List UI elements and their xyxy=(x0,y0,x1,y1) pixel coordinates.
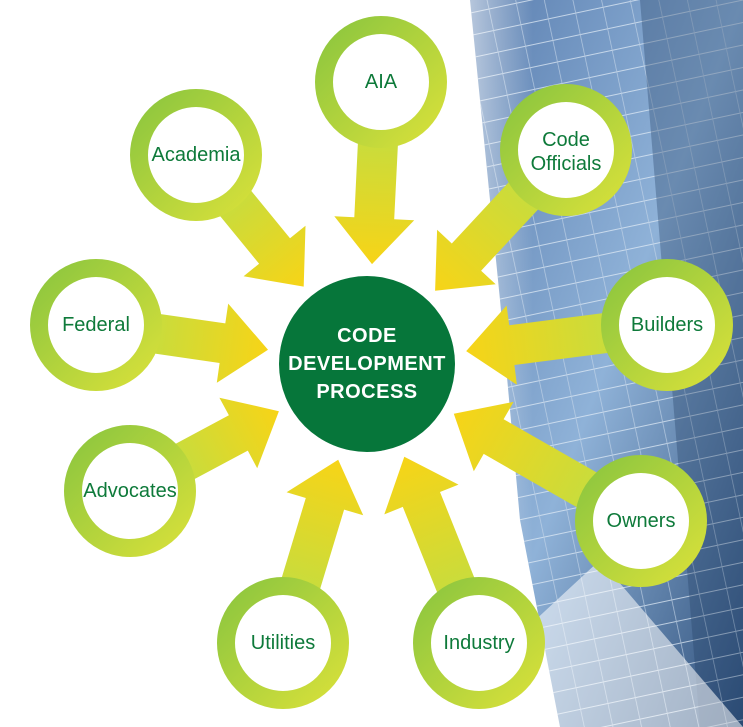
node-label-advocates: Advocates xyxy=(83,480,177,502)
arrow-industry xyxy=(384,456,476,595)
node-label-code-officials: Code Officials xyxy=(530,129,602,175)
ring-builders xyxy=(601,259,733,391)
node-label-aia: AIA xyxy=(364,71,398,93)
center-label: CODE DEVELOPMENT PROCESS xyxy=(288,325,446,403)
node-label-builders: Builders xyxy=(630,314,704,336)
arrow-utilities xyxy=(281,459,364,592)
ring-code-officials xyxy=(500,84,632,216)
arrow-code-officials xyxy=(435,180,540,291)
node-label-utilities: Utilities xyxy=(250,632,316,654)
node-label-owners: Owners xyxy=(606,510,676,532)
arrow-aia xyxy=(334,140,415,265)
ring-academia xyxy=(130,89,262,221)
arrow-owners xyxy=(453,401,599,509)
ring-utilities xyxy=(217,577,349,709)
arrow-advocates xyxy=(173,397,279,481)
ring-industry xyxy=(413,577,545,709)
node-label-industry: Industry xyxy=(443,632,515,654)
node-label-academia: Academia xyxy=(151,144,241,166)
node-label-federal: Federal xyxy=(62,314,130,336)
ring-federal xyxy=(30,259,162,391)
center-circle xyxy=(279,276,455,452)
arrow-academia xyxy=(218,188,306,287)
arrow-builders xyxy=(466,305,611,385)
ring-advocates xyxy=(64,425,196,557)
ring-owners xyxy=(575,455,707,587)
arrow-federal xyxy=(152,303,268,383)
ring-aia xyxy=(315,16,447,148)
